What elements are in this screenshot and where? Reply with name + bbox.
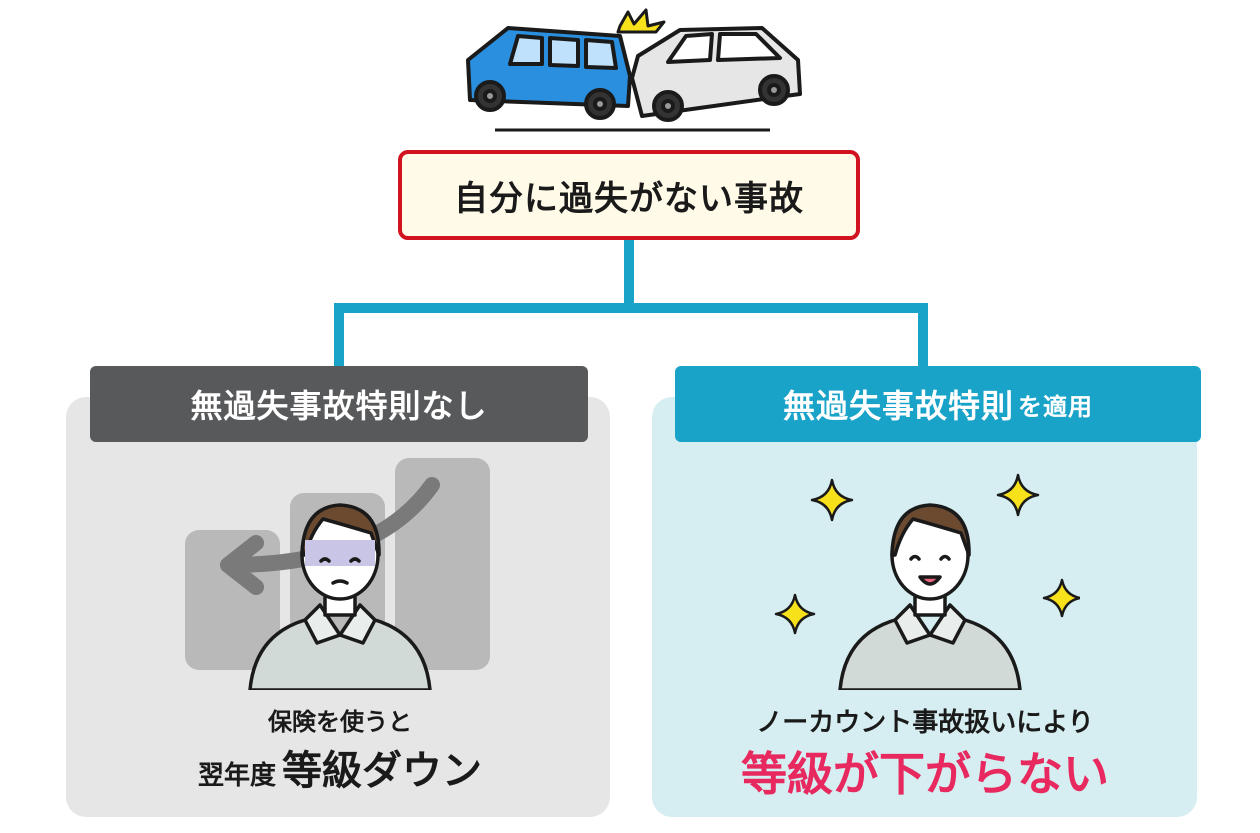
incident-title-box: 自分に過失がない事故 xyxy=(398,150,860,240)
tab-no-special-rule-label: 無過失事故特則なし xyxy=(190,387,488,425)
blue-car-icon xyxy=(466,26,632,120)
tab-special-rule-suffix: を適用 xyxy=(1018,392,1093,421)
right-caption-line1: ノーカウント事故扱いにより xyxy=(756,708,1094,738)
smiling-man-illustration xyxy=(838,503,1022,690)
right-caption-line2: 等級が下がらない xyxy=(741,747,1109,801)
left-caption-line2: 翌年度等級ダウン xyxy=(150,738,530,796)
left-caption-line1: 保険を使うと xyxy=(268,708,412,736)
sparkle-icon xyxy=(810,478,854,522)
left-caption-main: 等級ダウン xyxy=(282,748,482,794)
tab-no-special-rule: 無過失事故特則なし xyxy=(90,366,588,442)
connector-lines xyxy=(334,240,928,368)
white-car-icon xyxy=(630,26,802,122)
tab-special-rule-label: 無過失事故特則 xyxy=(782,387,1014,425)
worried-man-illustration xyxy=(248,503,432,690)
sparkle-icon xyxy=(1042,578,1080,618)
sparkle-icons xyxy=(774,473,1080,635)
incident-title: 自分に過失がない事故 xyxy=(454,178,804,219)
left-caption-prefix: 翌年度 xyxy=(197,761,276,791)
collision-cars-illustration xyxy=(466,8,802,132)
impact-burst-icon xyxy=(616,8,666,34)
tab-special-rule-applied: 無過失事故特則を適用 xyxy=(675,366,1201,442)
sparkle-icon xyxy=(774,593,816,635)
sparkle-icon xyxy=(996,473,1040,517)
